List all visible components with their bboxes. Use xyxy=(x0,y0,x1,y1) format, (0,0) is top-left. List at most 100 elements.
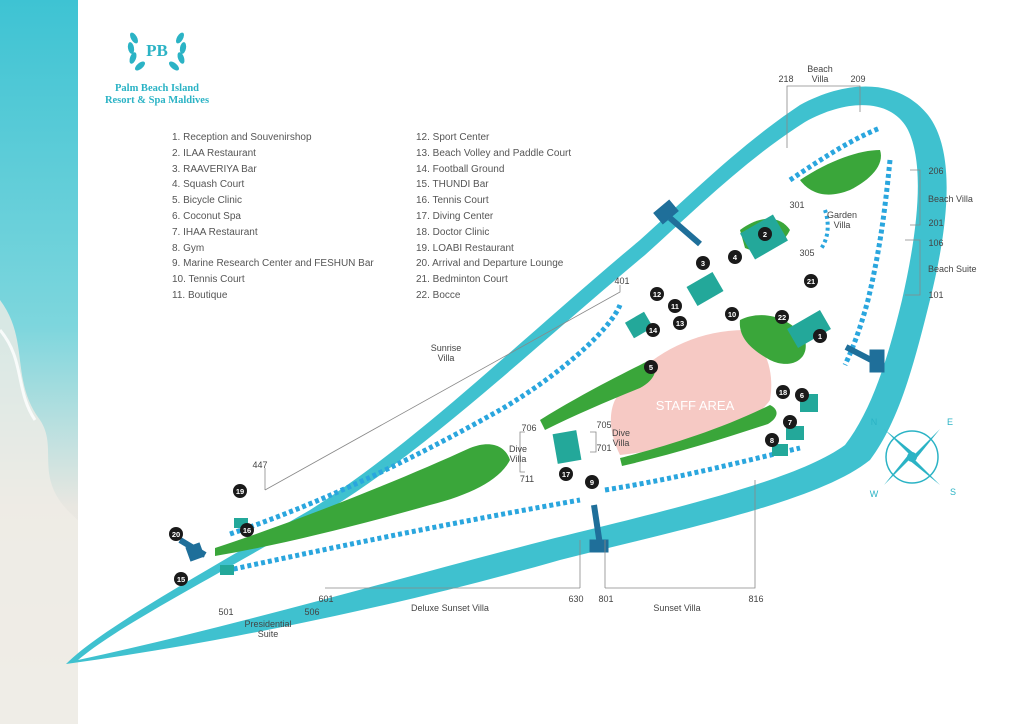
villa-number: 801 xyxy=(598,594,613,604)
legend-item: 11. Boutique xyxy=(172,289,228,301)
marker-number: 14 xyxy=(649,326,658,335)
legend-item: 7. IHAA Restaurant xyxy=(172,226,258,238)
marker-number: 16 xyxy=(243,526,251,535)
marker-11[interactable]: 11 xyxy=(668,299,682,313)
marker-7[interactable]: 7 xyxy=(783,415,797,429)
compass-west-label: W xyxy=(870,489,879,499)
villa-number: 447 xyxy=(252,460,267,470)
marker-number: 9 xyxy=(590,478,594,487)
marker-18[interactable]: 18 xyxy=(776,385,790,399)
marker-16[interactable]: 16 xyxy=(240,523,254,537)
marker-17[interactable]: 17 xyxy=(559,467,573,481)
villa-number: 816 xyxy=(748,594,763,604)
villa-number: 506 xyxy=(304,607,319,617)
marker-20[interactable]: 20 xyxy=(169,527,183,541)
marker-21[interactable]: 21 xyxy=(804,274,818,288)
legend-item: 3. RAAVERIYA Bar xyxy=(172,163,257,175)
compass-icon: N E S W xyxy=(870,417,956,499)
logo-initials: PB xyxy=(146,41,168,60)
marker-number: 3 xyxy=(701,259,705,268)
marker-number: 20 xyxy=(172,530,180,539)
villa-number: 101 xyxy=(928,290,943,300)
villa-number: 209 xyxy=(850,74,865,84)
compass-south-label: S xyxy=(950,487,956,497)
dive-villa-right-label-1: Dive xyxy=(612,428,630,438)
marker-number: 6 xyxy=(800,391,804,400)
marker-13[interactable]: 13 xyxy=(673,316,687,330)
garden-villa-label-2: Villa xyxy=(834,220,851,230)
leader-lines xyxy=(264,85,921,589)
marker-number: 8 xyxy=(770,436,774,445)
marker-12[interactable]: 12 xyxy=(650,287,664,301)
marker-22[interactable]: 22 xyxy=(775,310,789,324)
legend-item: 12. Sport Center xyxy=(416,132,490,143)
garden-villa-label-1: Garden xyxy=(827,210,857,220)
marker-3[interactable]: 3 xyxy=(696,256,710,270)
sunrise-villa-label-2: Villa xyxy=(438,353,455,363)
legend-item: 4. Squash Court xyxy=(172,179,245,191)
beach-villa-top-label-1: Beach xyxy=(807,64,833,74)
marker-number: 13 xyxy=(676,319,684,328)
marker-6[interactable]: 6 xyxy=(795,388,809,402)
marker-number: 12 xyxy=(653,290,661,299)
beach-background xyxy=(0,0,78,724)
legend-left: 1. Reception and Souvenirshop 2. ILAA Re… xyxy=(172,130,374,304)
marker-number: 18 xyxy=(779,388,787,397)
marker-19[interactable]: 19 xyxy=(233,484,247,498)
legend-item: 20. Arrival and Departure Lounge xyxy=(416,258,564,270)
tree-belts xyxy=(215,150,881,556)
villa-number: 711 xyxy=(520,474,534,484)
villa-number: 301 xyxy=(789,200,804,210)
marker-number: 22 xyxy=(778,313,786,322)
marker-15[interactable]: 15 xyxy=(174,572,188,586)
jetties xyxy=(178,199,885,562)
brand-name-line1: Palm Beach Island xyxy=(114,83,199,94)
presidential-suite-label-2: Suite xyxy=(258,629,279,639)
legend-item: 8. Gym xyxy=(172,242,205,254)
marker-number: 7 xyxy=(788,418,792,427)
legend-item: 15. THUNDI Bar xyxy=(416,179,489,191)
sunset-villa-label: Sunset Villa xyxy=(653,603,700,613)
marker-number: 1 xyxy=(818,332,822,341)
dive-villa-left-label-1: Dive xyxy=(509,444,527,454)
dive-villa-right-label-2: Villa xyxy=(613,438,630,448)
island-land xyxy=(78,105,918,660)
dive-villa-left-label-2: Villa xyxy=(510,454,527,464)
villa-numbers: 218 209 206 201 106 101 301 305 401 447 … xyxy=(218,74,943,617)
villa-number: 206 xyxy=(928,166,943,176)
legend-item: 2. ILAA Restaurant xyxy=(172,147,256,159)
villa-number: 705 xyxy=(596,420,611,430)
marker-2[interactable]: 2 xyxy=(758,227,772,241)
compass-east-label: E xyxy=(947,417,953,427)
marker-8[interactable]: 8 xyxy=(765,433,779,447)
villa-number: 601 xyxy=(318,594,333,604)
villa-number: 706 xyxy=(521,423,536,433)
villa-number: 630 xyxy=(568,594,583,604)
marker-number: 2 xyxy=(763,230,767,239)
marker-14[interactable]: 14 xyxy=(646,323,660,337)
legend-item: 14. Football Ground xyxy=(416,163,505,175)
marker-1[interactable]: 1 xyxy=(813,329,827,343)
legend-item: 1. Reception and Souvenirshop xyxy=(172,132,312,143)
villa-number: 501 xyxy=(218,607,233,617)
marker-9[interactable]: 9 xyxy=(585,475,599,489)
marker-number: 4 xyxy=(733,253,738,262)
compass-north-label: N xyxy=(871,417,878,427)
presidential-suite-label-1: Presidential xyxy=(244,619,291,629)
staff-area-label: STAFF AREA xyxy=(656,398,735,413)
marker-4[interactable]: 4 xyxy=(728,250,742,264)
marker-10[interactable]: 10 xyxy=(725,307,739,321)
legend-item: 21. Bedminton Court xyxy=(416,274,508,286)
legend-item: 6. Coconut Spa xyxy=(172,210,241,222)
legend-item: 18. Doctor Clinic xyxy=(416,226,490,238)
villa-number: 401 xyxy=(614,276,629,286)
sunrise-villa-label-1: Sunrise xyxy=(431,343,462,353)
marker-number: 19 xyxy=(236,487,244,496)
legend-item: 16. Tennis Court xyxy=(416,195,489,207)
marker-5[interactable]: 5 xyxy=(644,360,658,374)
legend-item: 5. Bicycle Clinic xyxy=(172,195,243,207)
beach-villa-top-label-2: Villa xyxy=(812,74,829,84)
facility-markers[interactable]: 1 2 3 4 5 6 7 8 9 10 11 12 13 14 15 16 1… xyxy=(169,227,827,586)
deluxe-sunset-villa-label: Deluxe Sunset Villa xyxy=(411,603,489,613)
